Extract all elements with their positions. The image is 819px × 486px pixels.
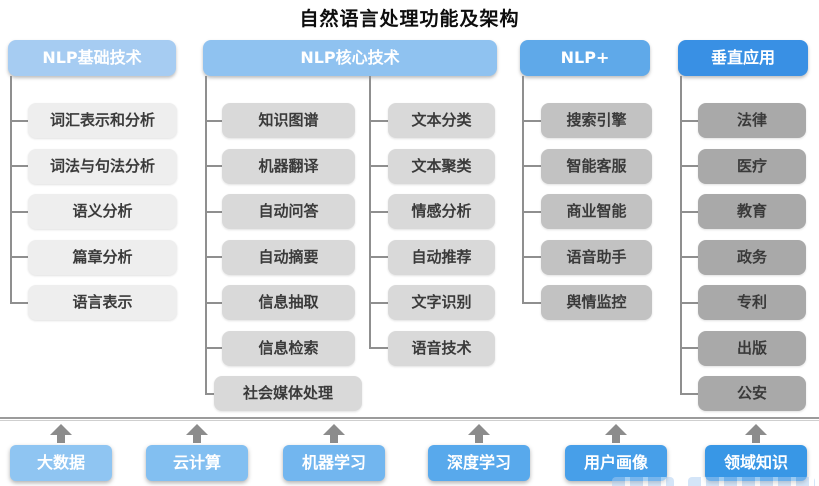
node-nlp-core-right: 文本聚类 — [388, 148, 495, 184]
node-nlp-basics: 词汇表示和分析 — [28, 103, 177, 138]
arrow-head — [186, 424, 208, 435]
foundation-box: 用户画像 — [565, 445, 667, 481]
connector-tick — [522, 165, 541, 167]
separator-line-bottom — [0, 420, 819, 421]
up-arrow-icon — [605, 424, 627, 443]
foundation-box: 大数据 — [10, 445, 112, 481]
foundation-box: 机器学习 — [283, 445, 385, 481]
connector-line — [522, 76, 524, 303]
diagram-title: 自然语言处理功能及架构 — [299, 8, 520, 30]
connector-tick — [10, 256, 28, 258]
connector-tick — [680, 392, 698, 395]
foundation-box: 领域知识 — [705, 445, 807, 481]
node-nlp-core-left: 社会媒体处理 — [214, 376, 362, 411]
up-arrow-icon — [468, 424, 490, 443]
node-nlp-basics: 语言表示 — [28, 285, 177, 320]
connector-tick — [369, 210, 388, 213]
foundation-box: 云计算 — [146, 445, 248, 481]
up-arrow-icon — [50, 424, 72, 443]
connector-tick — [369, 347, 388, 349]
connector-tick — [10, 210, 28, 213]
arrow-stem — [612, 435, 620, 443]
connector-tick — [522, 119, 541, 122]
connector-tick — [522, 256, 541, 258]
arrow-stem — [330, 435, 338, 443]
connector-tick — [680, 347, 698, 349]
watermark-fragment — [612, 477, 674, 486]
connector-tick — [10, 119, 28, 122]
node-nlp-core-left: 知识图谱 — [222, 103, 355, 138]
node-nlp-plus: 舆情监控 — [541, 285, 652, 320]
up-arrow-icon — [323, 424, 345, 443]
arrow-head — [605, 424, 627, 435]
node-vertical-apps: 医疗 — [698, 148, 806, 184]
connector-tick — [205, 119, 222, 122]
node-vertical-apps: 法律 — [698, 103, 806, 138]
up-arrow-icon — [186, 424, 208, 443]
connector-line — [10, 76, 12, 303]
connector-tick — [205, 165, 222, 167]
connector-tick — [369, 301, 388, 304]
node-nlp-core-left: 信息检索 — [222, 330, 355, 366]
node-nlp-plus: 搜索引擎 — [541, 103, 652, 138]
column-header-nlp-basics: NLP基础技术 — [8, 40, 176, 76]
connector-tick — [205, 392, 222, 395]
connector-tick — [680, 256, 698, 258]
node-nlp-basics: 篇章分析 — [28, 239, 177, 275]
connector-tick — [205, 301, 222, 304]
node-nlp-core-left: 自动问答 — [222, 194, 355, 229]
connector-tick — [522, 301, 541, 304]
arrow-head — [50, 424, 72, 435]
column-header-nlp-core: NLP核心技术 — [203, 40, 497, 76]
node-vertical-apps: 出版 — [698, 330, 806, 366]
node-nlp-basics: 词法与句法分析 — [28, 148, 177, 184]
connector-tick — [369, 119, 388, 122]
node-nlp-plus: 语音助手 — [541, 239, 652, 275]
node-vertical-apps: 公安 — [698, 376, 806, 411]
column-header-nlp-plus: NLP+ — [520, 40, 650, 76]
node-vertical-apps: 专利 — [698, 285, 806, 320]
arrow-head — [323, 424, 345, 435]
arrow-stem — [57, 435, 65, 443]
connector-tick — [205, 347, 222, 349]
node-vertical-apps: 政务 — [698, 239, 806, 275]
connector-line — [205, 76, 207, 394]
connector-tick — [205, 256, 222, 258]
watermark-fragment — [688, 477, 815, 486]
node-nlp-core-right: 文本分类 — [388, 103, 495, 138]
connector-tick — [10, 165, 28, 167]
connector-tick — [369, 256, 388, 258]
node-nlp-core-right: 文字识别 — [388, 285, 495, 320]
arrow-stem — [475, 435, 483, 443]
connector-tick — [680, 165, 698, 167]
node-nlp-basics: 语义分析 — [28, 194, 177, 229]
up-arrow-icon — [745, 424, 767, 443]
connector-line — [680, 76, 682, 394]
arrow-stem — [752, 435, 760, 443]
arrow-stem — [193, 435, 201, 443]
arrow-head — [745, 424, 767, 435]
connector-tick — [680, 210, 698, 213]
node-nlp-core-left: 自动摘要 — [222, 239, 355, 275]
node-nlp-core-left: 机器翻译 — [222, 148, 355, 184]
node-nlp-core-right: 语音技术 — [388, 330, 495, 366]
node-nlp-core-right: 自动推荐 — [388, 239, 495, 275]
arrow-head — [468, 424, 490, 435]
node-vertical-apps: 教育 — [698, 194, 806, 229]
separator-line-top — [0, 417, 819, 419]
foundation-box: 深度学习 — [428, 445, 530, 481]
connector-tick — [10, 301, 28, 304]
node-nlp-core-right: 情感分析 — [388, 194, 495, 229]
node-nlp-plus: 智能客服 — [541, 148, 652, 184]
connector-tick — [369, 165, 388, 167]
node-nlp-plus: 商业智能 — [541, 194, 652, 229]
connector-tick — [205, 210, 222, 213]
connector-tick — [522, 210, 541, 213]
column-header-vertical-apps: 垂直应用 — [678, 40, 808, 76]
connector-tick — [680, 301, 698, 304]
node-nlp-core-left: 信息抽取 — [222, 285, 355, 320]
connector-tick — [680, 119, 698, 122]
